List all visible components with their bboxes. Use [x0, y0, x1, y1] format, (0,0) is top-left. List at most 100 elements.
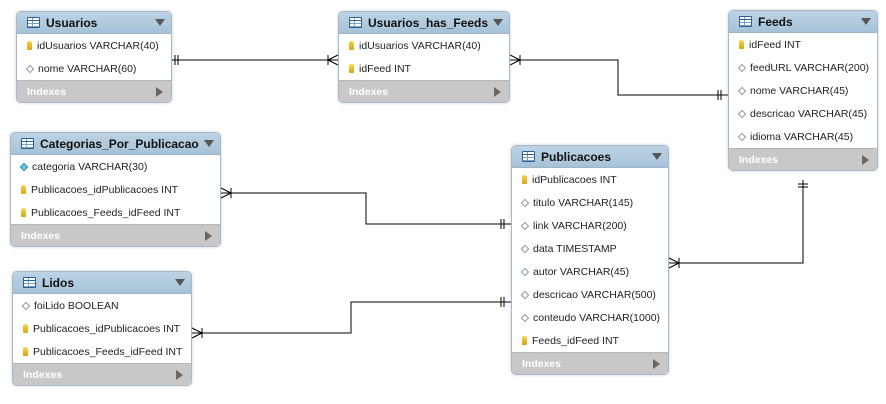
column-row[interactable]: idUsuarios VARCHAR(40) — [339, 34, 509, 57]
primary-key-icon — [21, 208, 26, 217]
column-label: nome VARCHAR(45) — [750, 84, 849, 97]
expand-arrow-icon[interactable] — [862, 154, 869, 165]
table-title: Usuarios_has_Feeds — [368, 15, 489, 30]
relationship-feeds-publicacoes — [666, 180, 808, 270]
indexes-section[interactable]: Indexes — [512, 352, 668, 374]
column-row[interactable]: data TIMESTAMP — [512, 237, 668, 260]
collapse-arrow-icon[interactable] — [861, 18, 871, 25]
column-label: titulo VARCHAR(145) — [533, 196, 634, 209]
primary-key-icon — [23, 324, 28, 333]
column-label: descricao VARCHAR(500) — [533, 288, 656, 301]
column-row[interactable]: idPublicacoes INT — [512, 168, 668, 191]
relationship-feeds-usuarios-has-feeds — [507, 53, 730, 100]
table-title: Categorias_Por_Publicacao — [40, 136, 199, 151]
collapse-arrow-icon[interactable] — [175, 279, 185, 286]
table-header[interactable]: Feeds — [729, 11, 877, 33]
indexes-section[interactable]: Indexes — [729, 148, 877, 170]
column-row[interactable]: idioma VARCHAR(45) — [729, 125, 877, 148]
primary-key-icon — [27, 41, 32, 50]
column-icon — [520, 244, 530, 253]
column-label: foiLido BOOLEAN — [34, 299, 119, 312]
collapse-arrow-icon[interactable] — [204, 140, 214, 147]
table-title: Publicacoes — [541, 149, 612, 164]
indexes-label: Indexes — [23, 368, 63, 381]
table-icon — [349, 17, 362, 28]
column-label: link VARCHAR(200) — [533, 219, 627, 232]
column-label: Publicacoes_Feeds_idFeed INT — [33, 345, 183, 358]
primary-key-icon — [21, 185, 26, 194]
column-row[interactable]: Publicacoes_idPublicacoes INT — [13, 317, 191, 340]
table-usuarios[interactable]: Usuarios idUsuarios VARCHAR(40) nome VARC… — [16, 11, 172, 103]
table-publicacoes[interactable]: Publicacoes idPublicacoes INT titulo VARC… — [511, 145, 669, 375]
table-header[interactable]: Usuarios_has_Feeds — [339, 12, 509, 34]
column-row[interactable]: titulo VARCHAR(145) — [512, 191, 668, 214]
collapse-arrow-icon[interactable] — [652, 153, 662, 160]
collapse-arrow-icon[interactable] — [493, 19, 503, 26]
column-row[interactable]: categoria VARCHAR(30) — [11, 155, 220, 178]
indexes-section[interactable]: Indexes — [11, 224, 220, 246]
not-null-column-icon — [19, 162, 29, 171]
expand-arrow-icon[interactable] — [205, 230, 212, 241]
column-icon — [737, 132, 747, 141]
column-row[interactable]: link VARCHAR(200) — [512, 214, 668, 237]
column-icon — [737, 63, 747, 72]
column-label: idUsuarios VARCHAR(40) — [359, 39, 481, 52]
column-row[interactable]: Feeds_idFeed INT — [512, 329, 668, 352]
column-row[interactable]: nome VARCHAR(60) — [17, 57, 171, 80]
column-row[interactable]: idUsuarios VARCHAR(40) — [17, 34, 171, 57]
table-header[interactable]: Usuarios — [17, 12, 171, 34]
table-header[interactable]: Lidos — [13, 272, 191, 294]
table-header[interactable]: Categorias_Por_Publicacao — [11, 133, 220, 155]
column-row[interactable]: autor VARCHAR(45) — [512, 260, 668, 283]
column-label: autor VARCHAR(45) — [533, 265, 630, 278]
table-lidos[interactable]: Lidos foiLido BOOLEAN Publicacoes_idPubli… — [12, 271, 192, 386]
table-categorias-por-publicacao[interactable]: Categorias_Por_Publicacao categoria VARC… — [10, 132, 221, 247]
primary-key-icon — [349, 41, 354, 50]
indexes-section[interactable]: Indexes — [13, 363, 191, 385]
table-usuarios-has-feeds[interactable]: Usuarios_has_Feeds idUsuarios VARCHAR(40… — [338, 11, 510, 103]
relationship-publicacoes-lidos — [189, 297, 513, 340]
table-header[interactable]: Publicacoes — [512, 146, 668, 168]
indexes-section[interactable]: Indexes — [17, 80, 171, 102]
column-icon — [520, 267, 530, 276]
column-icon — [25, 64, 35, 73]
expand-arrow-icon[interactable] — [494, 86, 501, 97]
indexes-label: Indexes — [27, 85, 67, 98]
primary-key-icon — [522, 336, 527, 345]
primary-key-icon — [522, 175, 527, 184]
column-row[interactable]: descricao VARCHAR(500) — [512, 283, 668, 306]
column-label: conteudo VARCHAR(1000) — [533, 311, 661, 324]
column-row[interactable]: foiLido BOOLEAN — [13, 294, 191, 317]
column-row[interactable]: Publicacoes_idPublicacoes INT — [11, 178, 220, 201]
column-row[interactable]: conteudo VARCHAR(1000) — [512, 306, 668, 329]
indexes-label: Indexes — [739, 153, 779, 166]
indexes-label: Indexes — [349, 85, 389, 98]
primary-key-icon — [349, 64, 354, 73]
column-row[interactable]: idFeed INT — [339, 57, 509, 80]
column-row[interactable]: idFeed INT — [729, 33, 877, 56]
column-icon — [21, 301, 31, 310]
column-row[interactable]: Publicacoes_Feeds_idFeed INT — [11, 201, 220, 224]
expand-arrow-icon[interactable] — [176, 369, 183, 380]
table-icon — [23, 277, 36, 288]
expand-arrow-icon[interactable] — [653, 358, 660, 369]
table-icon — [21, 138, 34, 149]
table-title: Usuarios — [46, 15, 98, 30]
table-title: Lidos — [42, 275, 74, 290]
expand-arrow-icon[interactable] — [156, 86, 163, 97]
collapse-arrow-icon[interactable] — [155, 19, 165, 26]
column-icon — [737, 86, 747, 95]
column-row[interactable]: nome VARCHAR(45) — [729, 79, 877, 102]
table-icon — [522, 151, 535, 162]
column-row[interactable]: Publicacoes_Feeds_idFeed INT — [13, 340, 191, 363]
column-row[interactable]: feedURL VARCHAR(200) — [729, 56, 877, 79]
indexes-section[interactable]: Indexes — [339, 80, 509, 102]
column-label: Publicacoes_idPublicacoes INT — [31, 183, 179, 196]
table-icon — [27, 17, 40, 28]
column-row[interactable]: descricao VARCHAR(45) — [729, 102, 877, 125]
column-icon — [520, 313, 530, 322]
column-label: idioma VARCHAR(45) — [750, 130, 854, 143]
column-label: descricao VARCHAR(45) — [750, 107, 868, 120]
column-label: nome VARCHAR(60) — [38, 62, 137, 75]
